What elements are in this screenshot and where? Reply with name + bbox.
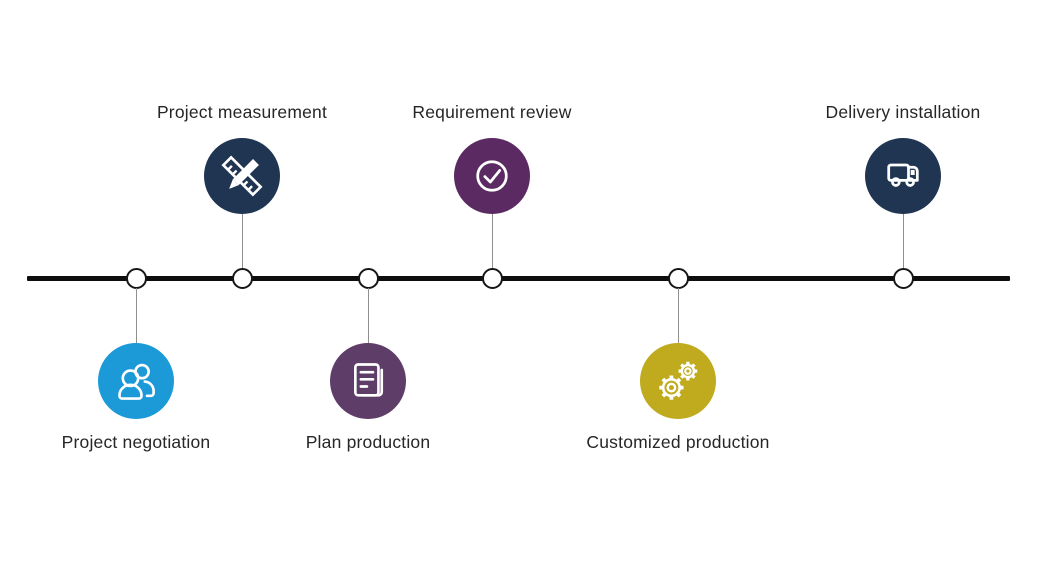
milestone-icon-bubble [640,343,716,419]
ruler-pencil-icon [221,155,263,197]
milestone-label: Project measurement [156,102,328,122]
timeline-node [232,268,253,289]
timeline-node [126,268,147,289]
timeline-node [668,268,689,289]
milestone-label: Delivery installation [825,102,981,122]
connector-line [491,214,493,268]
connector-line [367,288,369,343]
milestone-icon-bubble [454,138,530,214]
connector-line [135,288,137,343]
connector-line [677,288,679,343]
timeline-node [358,268,379,289]
timeline-axis [27,276,1010,281]
milestone-icon-bubble [204,138,280,214]
truck-icon [887,163,919,187]
check-circle-icon [476,160,508,192]
connector-line [241,214,243,268]
milestone-icon-bubble [98,343,174,419]
gears-icon [659,361,698,400]
milestone-label: Customized production [586,432,770,452]
milestone-label: Project negotiation [61,432,211,452]
timeline-node [482,268,503,289]
milestone-label: Plan production [305,432,431,452]
milestone-label: Requirement review [412,102,572,122]
connector-line [902,214,904,268]
milestone-icon-bubble [865,138,941,214]
milestone-icon-bubble [330,343,406,419]
users-icon [118,363,155,400]
document-icon [354,363,384,397]
timeline-node [893,268,914,289]
